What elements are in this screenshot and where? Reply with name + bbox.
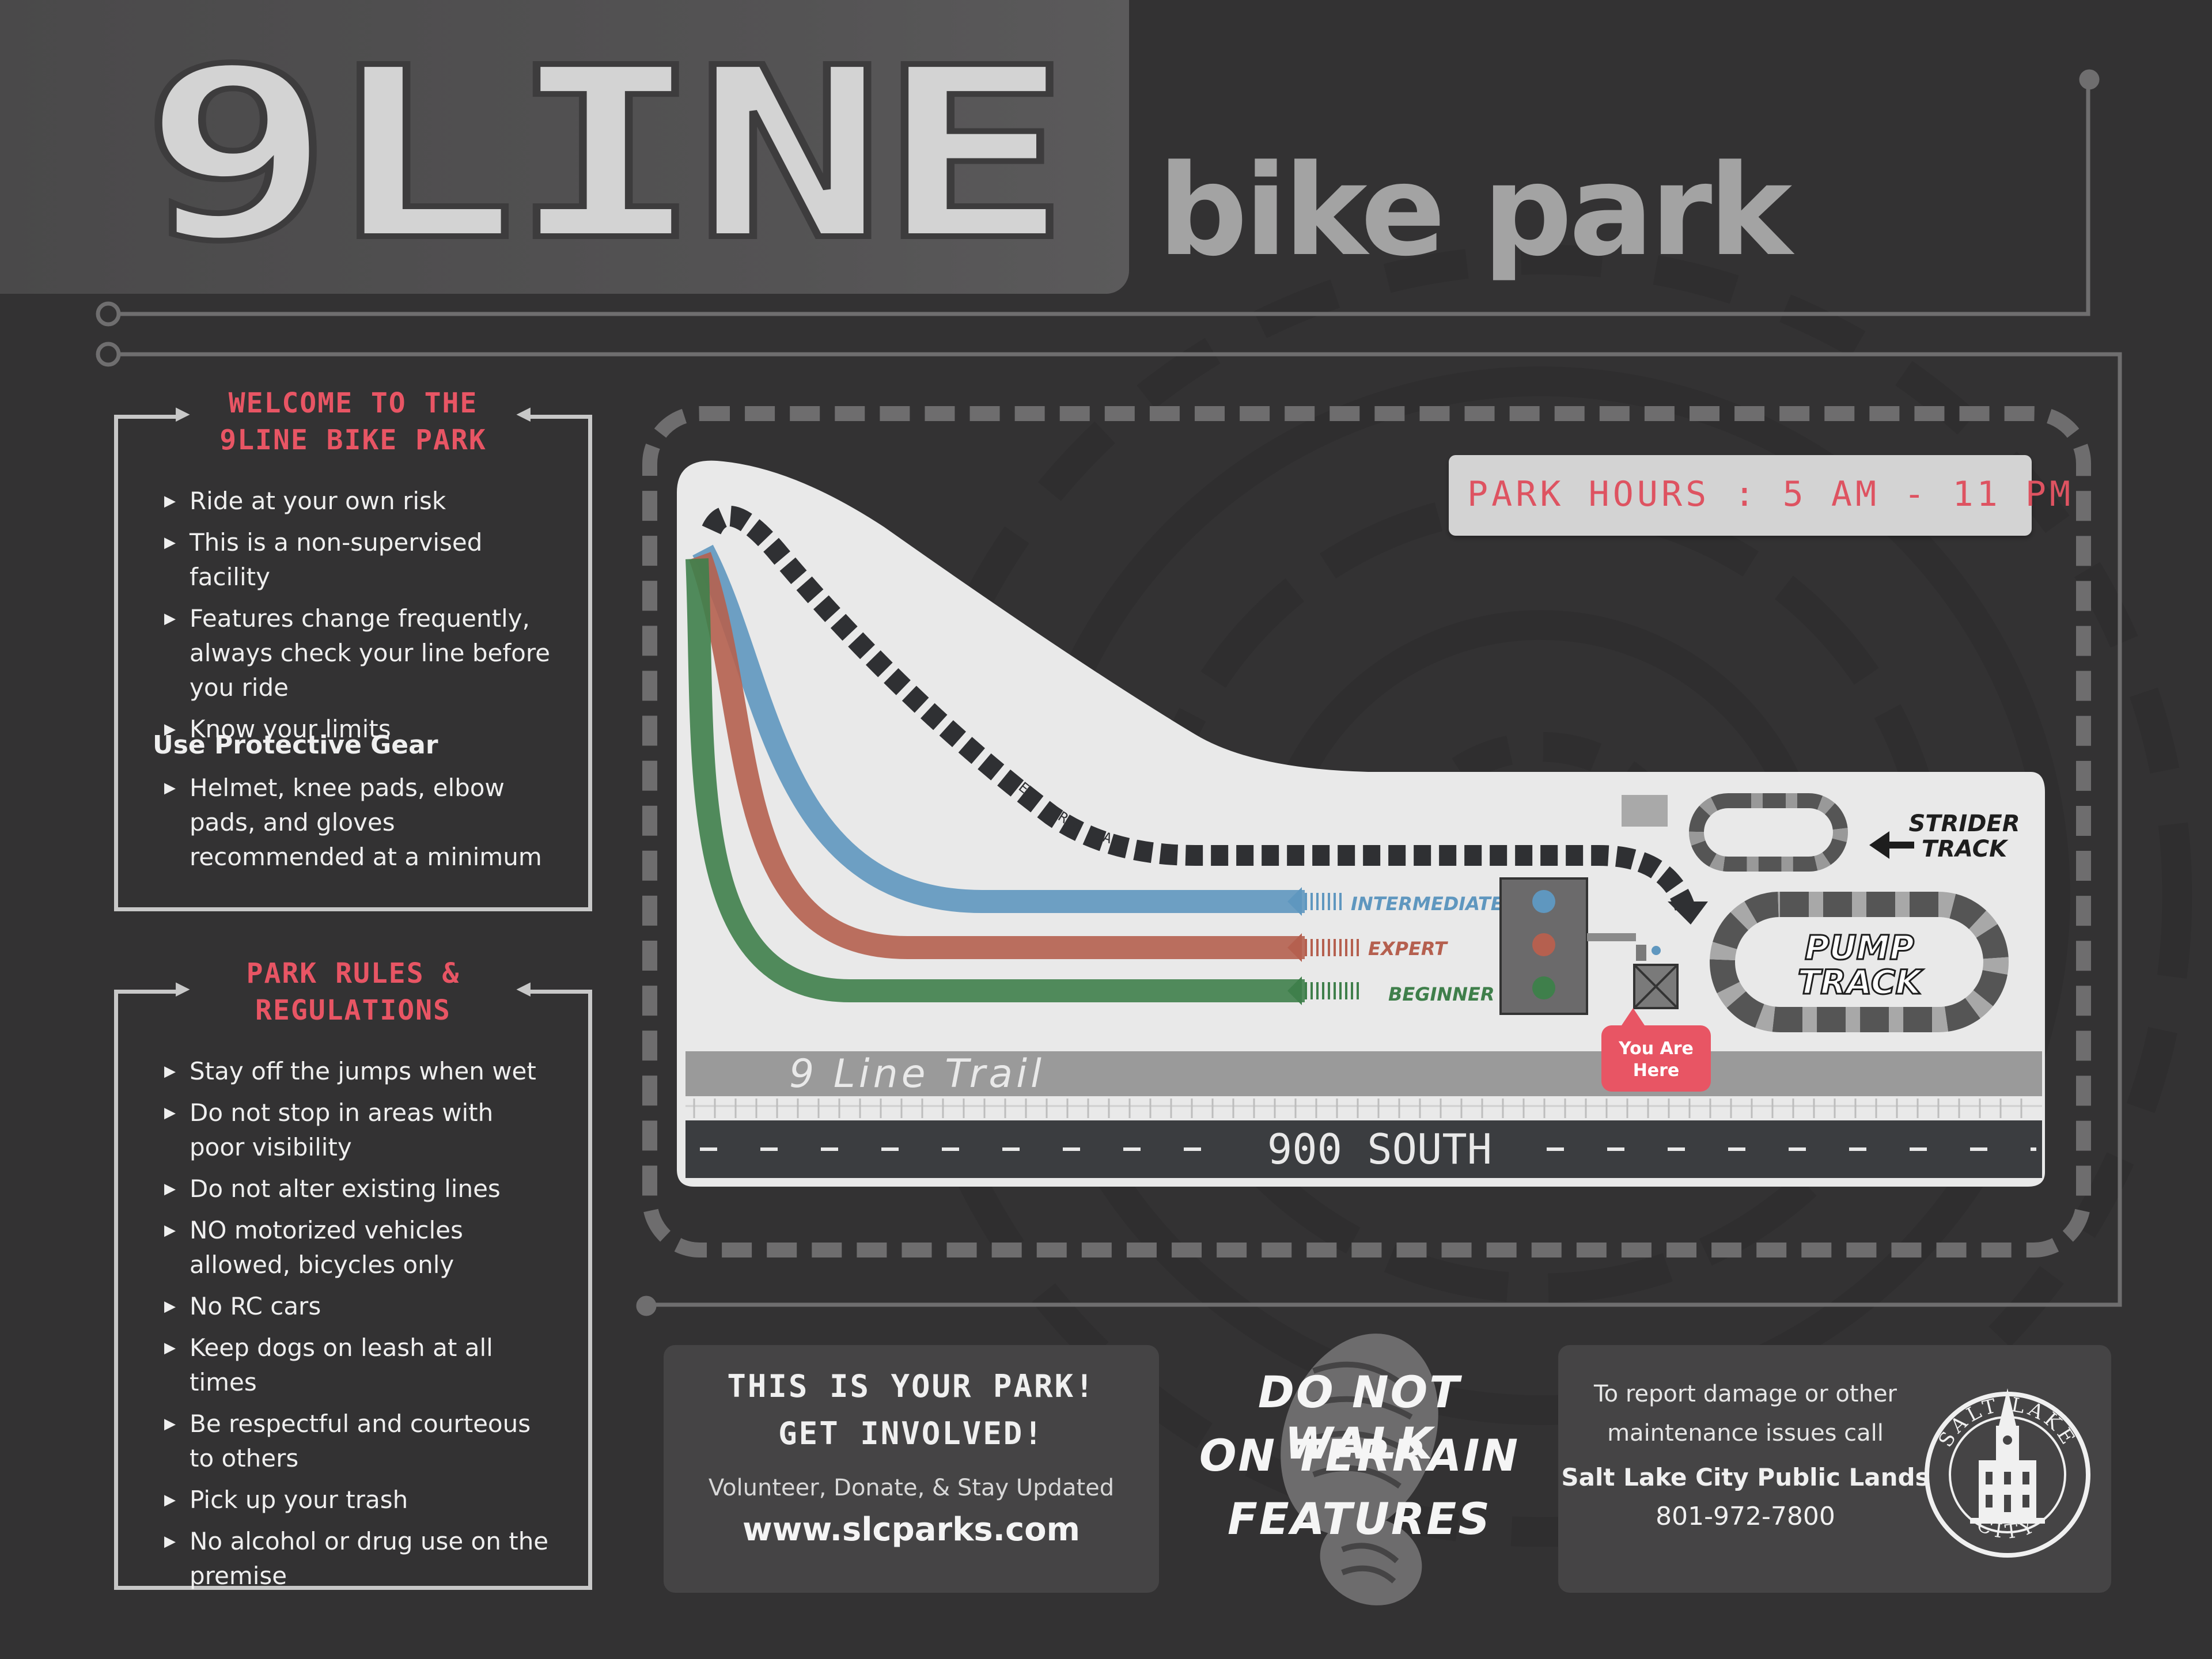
list-item: Features change frequently, always check… xyxy=(164,601,554,705)
expert-hatch xyxy=(1305,939,1362,956)
arrow-right-icon: ▶ xyxy=(176,402,190,424)
list-item: Do not alter existing lines xyxy=(164,1172,554,1206)
walk-line1: DO NOT WALK xyxy=(1257,1366,1461,1469)
website-link[interactable]: www.slcparks.com xyxy=(743,1511,1080,1548)
pump-label-line2: TRACK xyxy=(1798,963,1924,1002)
trail-strip xyxy=(685,1051,2042,1096)
park-map: 9 Line Trail 900 SOUTH INTERMEDIATE EXPE… xyxy=(677,460,2045,1187)
park-hours-text: PARK HOURS : 5 AM - 11 PM xyxy=(1467,474,2074,514)
walk-line2: ON TERRAIN xyxy=(1199,1430,1520,1481)
here-label: Here xyxy=(1633,1060,1680,1081)
list-item: Do not stop in areas with poor visibilit… xyxy=(164,1096,554,1165)
gate-light-red xyxy=(1532,933,1555,956)
gate-light-green xyxy=(1532,976,1555,999)
trail-label: 9 Line Trail xyxy=(789,1051,1045,1097)
map-surface xyxy=(677,460,2045,1187)
map-frame xyxy=(642,406,2091,1257)
gate-light-blue xyxy=(1532,890,1555,913)
road-label: 900 SOUTH xyxy=(1267,1125,1492,1173)
rules-list: Stay off the jumps when wet Do not stop … xyxy=(164,1054,554,1600)
welcome-heading-line2: 9LINE BIKE PARK xyxy=(219,424,487,456)
rules-panel: ▶ ◀ PARK RULES & REGULATIONS Stay off th… xyxy=(114,957,592,1590)
intermediate-hatch xyxy=(1305,893,1345,910)
list-item: Pick up your trash xyxy=(164,1483,554,1517)
rules-heading-line1: PARK RULES & xyxy=(246,957,460,990)
protective-gear-heading: Use Protective Gear xyxy=(153,730,438,760)
list-item: No RC cars xyxy=(164,1289,554,1324)
walk-line3: FEATURES xyxy=(1227,1493,1492,1544)
welcome-panel: ▶ ◀ WELCOME TO THE 9LINE BIKE PARK Ride … xyxy=(114,387,592,911)
list-item: Ride at your own risk xyxy=(164,484,554,518)
gate-bar xyxy=(1587,933,1636,941)
expert-label: EXPERT xyxy=(1368,938,1448,960)
report-line2: maintenance issues call xyxy=(1607,1420,1884,1446)
page-title: 9LINE xyxy=(141,46,1071,265)
do-not-walk-notice: DO NOT WALK ON TERRAIN FEATURES xyxy=(1198,1319,1521,1607)
park-hours-badge: PARK HOURS : 5 AM - 11 PM xyxy=(1449,455,2070,536)
list-item: This is a non-supervised facility xyxy=(164,525,554,594)
get-involved-subtext: Volunteer, Donate, & Stay Updated xyxy=(708,1475,1115,1501)
report-box: To report damage or other maintenance is… xyxy=(1558,1345,2111,1593)
rules-heading-line2: REGULATIONS xyxy=(255,994,451,1027)
strider-arrow-icon xyxy=(1869,831,1889,859)
city-seal-icon: SALT LAKE CITY xyxy=(1925,1388,2090,1558)
strider-label-line2: TRACK xyxy=(1922,836,2009,862)
strider-label-line1: STRIDER xyxy=(1908,810,2020,837)
shoe-print-icon xyxy=(1281,1334,1438,1605)
list-item: Stay off the jumps when wet xyxy=(164,1054,554,1089)
report-phone[interactable]: 801-972-7800 xyxy=(1656,1502,1835,1531)
expert-arrow-icon xyxy=(1287,933,1302,962)
list-item: NO motorized vehicles allowed, bicycles … xyxy=(164,1213,554,1282)
list-item: Be respectful and courteous to others xyxy=(164,1407,554,1476)
list-item: Know your limits xyxy=(164,712,554,747)
intermediate-label: INTERMEDIATE xyxy=(1351,893,1503,915)
beginner-hatch xyxy=(1305,982,1362,999)
arrow-left-icon: ◀ xyxy=(516,402,531,424)
intermediate-line xyxy=(692,544,1305,913)
report-line1: To report damage or other xyxy=(1594,1381,1897,1407)
strider-track xyxy=(1689,793,1848,872)
title-text: 9LINE xyxy=(141,46,1063,265)
curb-ticks xyxy=(693,1099,2022,1118)
water-drop-icon xyxy=(1652,946,1661,955)
get-involved-line2: GET INVOLVED! xyxy=(778,1415,1044,1452)
welcome-heading: WELCOME TO THE 9LINE BIKE PARK xyxy=(118,385,588,459)
expert-line xyxy=(689,552,1305,959)
rules-heading: PARK RULES & REGULATIONS xyxy=(118,955,588,1029)
arrow-right-icon: ▶ xyxy=(176,977,190,999)
arrow-left-icon: ◀ xyxy=(516,977,531,999)
beginner-line xyxy=(685,558,1305,1002)
pump-track xyxy=(1710,892,2009,1032)
get-involved-box: THIS IS YOUR PARK! GET INVOLVED! Volunte… xyxy=(664,1345,1159,1593)
beginner-arrow-icon xyxy=(1287,976,1302,1005)
list-item: Helmet, knee pads, elbow pads, and glove… xyxy=(164,771,554,874)
you-are-label: You Are xyxy=(1618,1039,1694,1059)
report-org: Salt Lake City Public Lands xyxy=(1561,1463,1930,1491)
gear-list: Helmet, knee pads, elbow pads, and glove… xyxy=(164,771,554,881)
intermediate-arrow-icon xyxy=(1287,887,1302,916)
beginner-label: BEGINNER xyxy=(1388,983,1494,1005)
you-are-here-marker: You Are Here xyxy=(1601,1008,1711,1092)
list-item: No alcohol or drug use on the premise xyxy=(164,1524,554,1593)
get-involved-line1: THIS IS YOUR PARK! xyxy=(727,1368,1096,1404)
return-path-arrow-icon xyxy=(1668,902,1708,925)
welcome-heading-line1: WELCOME TO THE xyxy=(228,387,478,419)
storage-box xyxy=(1622,795,1668,827)
water-fountain-icon xyxy=(1636,945,1646,961)
page-subtitle: bike park xyxy=(1158,138,1792,284)
pump-label-line1: PUMP xyxy=(1805,928,1914,967)
welcome-list: Ride at your own risk This is a non-supe… xyxy=(164,484,554,753)
road-label-bg xyxy=(1238,1126,1521,1172)
list-item: Keep dogs on leash at all times xyxy=(164,1331,554,1400)
return-path xyxy=(702,505,1695,911)
